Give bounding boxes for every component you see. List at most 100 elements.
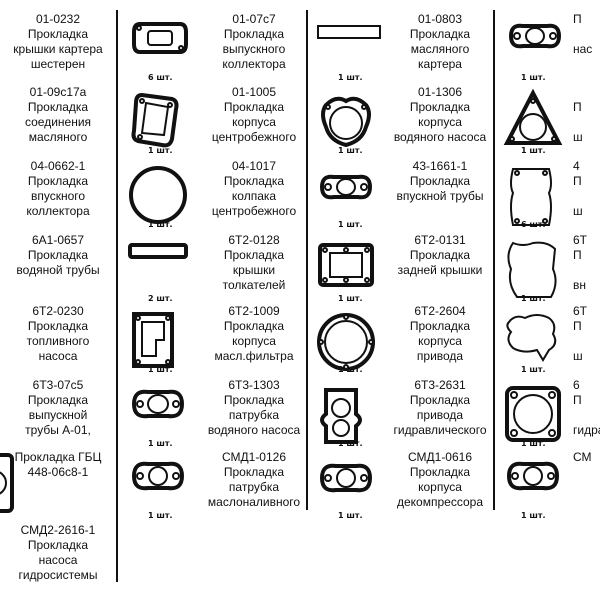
part-description: 6Пгидра xyxy=(573,378,600,438)
part-name-line: центробежного xyxy=(211,130,297,144)
part-name-line: масл.фильтра xyxy=(214,349,294,363)
part-name-line: гидросистемы xyxy=(18,568,98,582)
part-name-line: выпускного xyxy=(222,42,286,56)
catalog-cell: 6Пгидра1 шт. xyxy=(495,376,600,451)
part-name-line: ш xyxy=(573,204,583,218)
part-name-line: корпуса xyxy=(232,334,276,348)
oil-filter-body-gasket-icon xyxy=(132,312,174,368)
quantity-label: 2 шт. xyxy=(148,294,173,303)
part-name-line: привода xyxy=(416,349,464,363)
part-name-line: гидравлического xyxy=(393,423,487,437)
part-name-line: П xyxy=(573,248,582,262)
quantity-label: 1 шт. xyxy=(521,146,546,155)
part-code: 6Т3-07с5 xyxy=(32,378,84,392)
part-name-line: Прокладка xyxy=(223,465,285,479)
part-name-line: ш xyxy=(573,349,583,363)
column-divider xyxy=(493,10,495,510)
part-name-line: коллектора xyxy=(26,204,90,218)
part-name-line: соединения xyxy=(24,115,92,129)
part-name-line: корпуса xyxy=(418,334,462,348)
part-name-line: водяного насоса xyxy=(207,423,301,437)
part-name-line: центробежного xyxy=(211,204,297,218)
part-code: 6Т xyxy=(573,304,588,318)
quantity-label: 1 шт. xyxy=(521,73,546,82)
part-code: 6Т xyxy=(573,233,588,247)
part-name-line: Прокладка xyxy=(409,393,471,407)
part-name-line: масляного xyxy=(410,42,470,56)
quantity-label: 1 шт. xyxy=(338,146,363,155)
oil-filler-gasket-icon xyxy=(131,461,185,491)
centrifuge-body-gasket-icon xyxy=(131,92,179,148)
part-code: 01-09с17а xyxy=(29,85,87,99)
part-code: 43-1661-1 xyxy=(412,159,468,173)
tappet-cover-gasket-icon xyxy=(128,243,188,259)
part-name-line: колпака xyxy=(231,189,277,203)
part-code: 4 xyxy=(573,159,580,173)
part-name-line xyxy=(573,189,600,204)
part-name-line: Прокладка xyxy=(409,319,471,333)
part-name-line: корпуса xyxy=(418,115,462,129)
oval-two-hole-gasket-icon xyxy=(508,23,562,49)
rear-cover-gasket-icon xyxy=(318,243,374,287)
part-code: 6А1-0657 xyxy=(31,233,85,247)
quantity-label: 1 шт. xyxy=(521,294,546,303)
part-name-line: картера xyxy=(418,57,462,71)
part-name-line: насоса xyxy=(38,349,78,363)
part-name-line: трубы А-01, xyxy=(25,423,91,437)
quantity-label: 1 шт. xyxy=(148,511,173,520)
part-code: 6Т2-1009 xyxy=(228,304,280,318)
drive-body-gasket-icon xyxy=(317,313,375,371)
column-divider xyxy=(306,10,308,510)
part-name-line: Прокладка xyxy=(27,27,89,41)
part-name-line: шестерен xyxy=(30,57,86,71)
part-name-line: П xyxy=(573,100,582,114)
quantity-label: 1 шт. xyxy=(148,439,173,448)
part-code: 01-07с7 xyxy=(232,12,276,26)
part-name-line: корпуса xyxy=(418,480,462,494)
part-name-line: впускного xyxy=(30,189,86,203)
part-name-line: Прокладка xyxy=(409,465,471,479)
part-name-line: Прокладка xyxy=(27,393,89,407)
part-name-line: привода xyxy=(416,408,464,422)
part-code: 01-0232 xyxy=(35,12,81,26)
quantity-label: 1 шт. xyxy=(148,220,173,229)
part-name-line: насоса xyxy=(38,553,78,567)
quantity-label: 1 шт. xyxy=(148,146,173,155)
part-name-line: ш xyxy=(573,130,583,144)
part-code: СМ xyxy=(573,450,592,464)
part-name-line: маслоналивного xyxy=(207,495,301,509)
part-name-line: Прокладка xyxy=(409,248,471,262)
part-name-line: масляного xyxy=(28,130,88,144)
exhaust-manifold-gasket-icon xyxy=(132,22,188,54)
cylinder-head-gasket-icon xyxy=(0,453,14,513)
